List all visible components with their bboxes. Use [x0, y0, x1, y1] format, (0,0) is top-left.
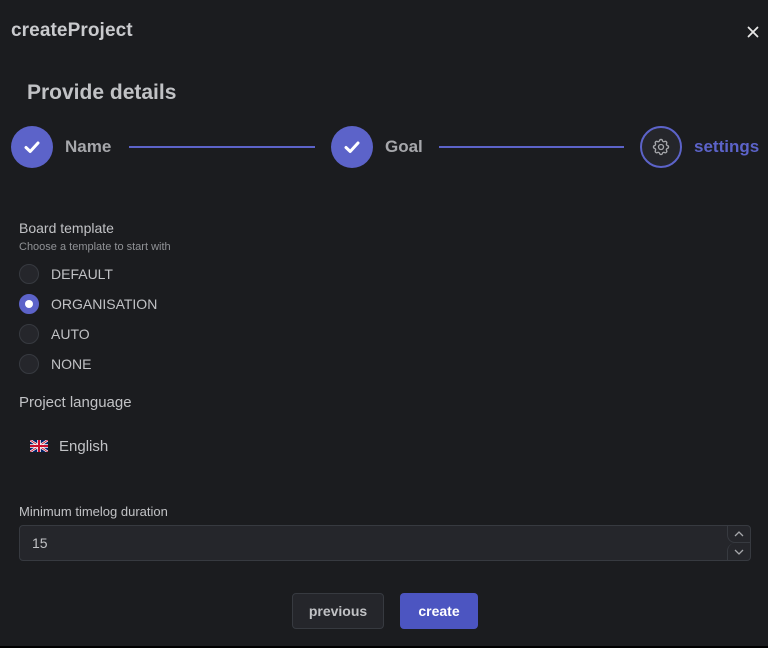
radio-button[interactable]	[19, 324, 39, 344]
step-name-indicator[interactable]	[11, 126, 53, 168]
chevron-up-icon	[734, 531, 744, 537]
project-language-label: Project language	[19, 394, 132, 411]
step-name-label: Name	[65, 137, 112, 156]
gear-icon	[652, 138, 670, 156]
radio-button[interactable]	[19, 264, 39, 284]
modal-title: createProject	[11, 20, 133, 41]
step-connector	[439, 146, 624, 148]
check-icon	[24, 141, 40, 153]
step-settings-label: settings	[694, 137, 760, 156]
radio-button[interactable]	[19, 354, 39, 374]
board-template-description: Choose a template to start with	[19, 241, 171, 253]
create-button[interactable]: create	[400, 593, 478, 629]
timelog-duration-field[interactable]	[32, 535, 712, 551]
check-icon	[344, 141, 360, 153]
previous-button[interactable]: previous	[292, 593, 384, 629]
timelog-duration-input[interactable]	[19, 525, 751, 561]
radio-none[interactable]: NONE	[19, 354, 91, 374]
radio-button[interactable]	[19, 294, 39, 314]
radio-organisation[interactable]: ORGANISATION	[19, 294, 157, 314]
language-value: English	[59, 437, 109, 455]
uk-flag-icon	[30, 440, 48, 452]
radio-label: DEFAULT	[51, 266, 113, 282]
radio-auto[interactable]: AUTO	[19, 324, 90, 344]
section-title: Provide details	[27, 81, 177, 104]
close-icon	[747, 26, 759, 38]
decrement-button[interactable]	[727, 543, 750, 560]
stepper: Name Goal settings	[11, 126, 768, 168]
board-template-label: Board template	[19, 220, 114, 236]
increment-button[interactable]	[727, 526, 750, 543]
step-goal-label: Goal	[385, 137, 423, 156]
chevron-down-icon	[734, 549, 744, 555]
timelog-duration-label: Minimum timelog duration	[19, 504, 168, 519]
radio-label: AUTO	[51, 326, 90, 342]
step-goal-indicator[interactable]	[331, 126, 373, 168]
radio-default[interactable]: DEFAULT	[19, 264, 113, 284]
close-button[interactable]	[745, 24, 761, 40]
language-selector[interactable]: English	[30, 435, 108, 457]
radio-label: NONE	[51, 356, 92, 372]
radio-label: ORGANISATION	[51, 296, 158, 312]
step-connector	[129, 146, 315, 148]
step-settings-indicator[interactable]	[640, 126, 682, 168]
